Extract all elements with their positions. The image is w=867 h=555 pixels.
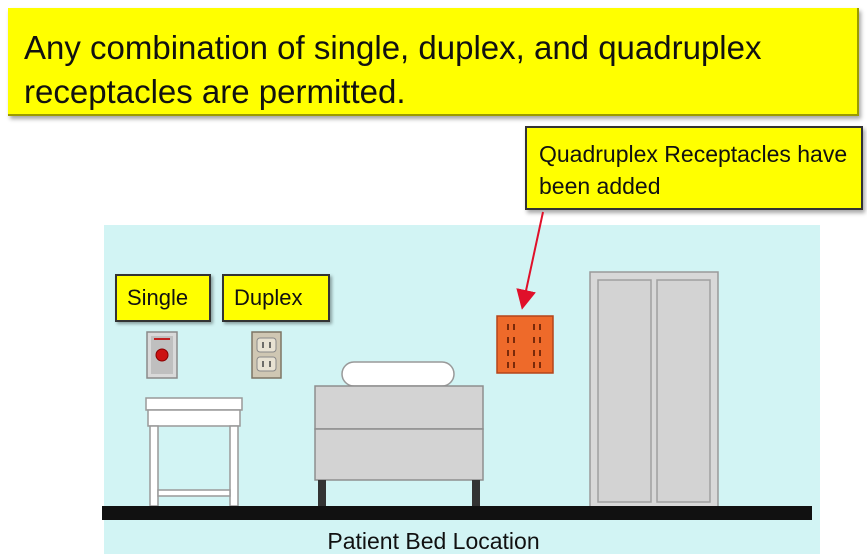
single-label-text: Single [127, 285, 189, 310]
quadruplex-callout: Quadruplex Receptacles have been added [525, 126, 863, 210]
title-banner: Any combination of single, duplex, and q… [8, 8, 859, 116]
floor-line [102, 506, 812, 520]
single-receptacle [146, 331, 178, 379]
callout-arrow [516, 211, 544, 310]
title-text: Any combination of single, duplex, and q… [24, 29, 762, 110]
duplex-label: Duplex [222, 274, 330, 322]
bed [314, 361, 484, 506]
side-table [145, 397, 243, 507]
duplex-receptacle [251, 331, 282, 379]
single-label: Single [115, 274, 211, 322]
duplex-label-text: Duplex [234, 285, 303, 310]
callout-text: Quadruplex Receptacles have been added [539, 141, 848, 199]
wardrobe [589, 271, 719, 509]
pillow [341, 361, 455, 387]
quadruplex-receptacle [496, 315, 554, 374]
caption: Patient Bed Location [327, 528, 540, 554]
